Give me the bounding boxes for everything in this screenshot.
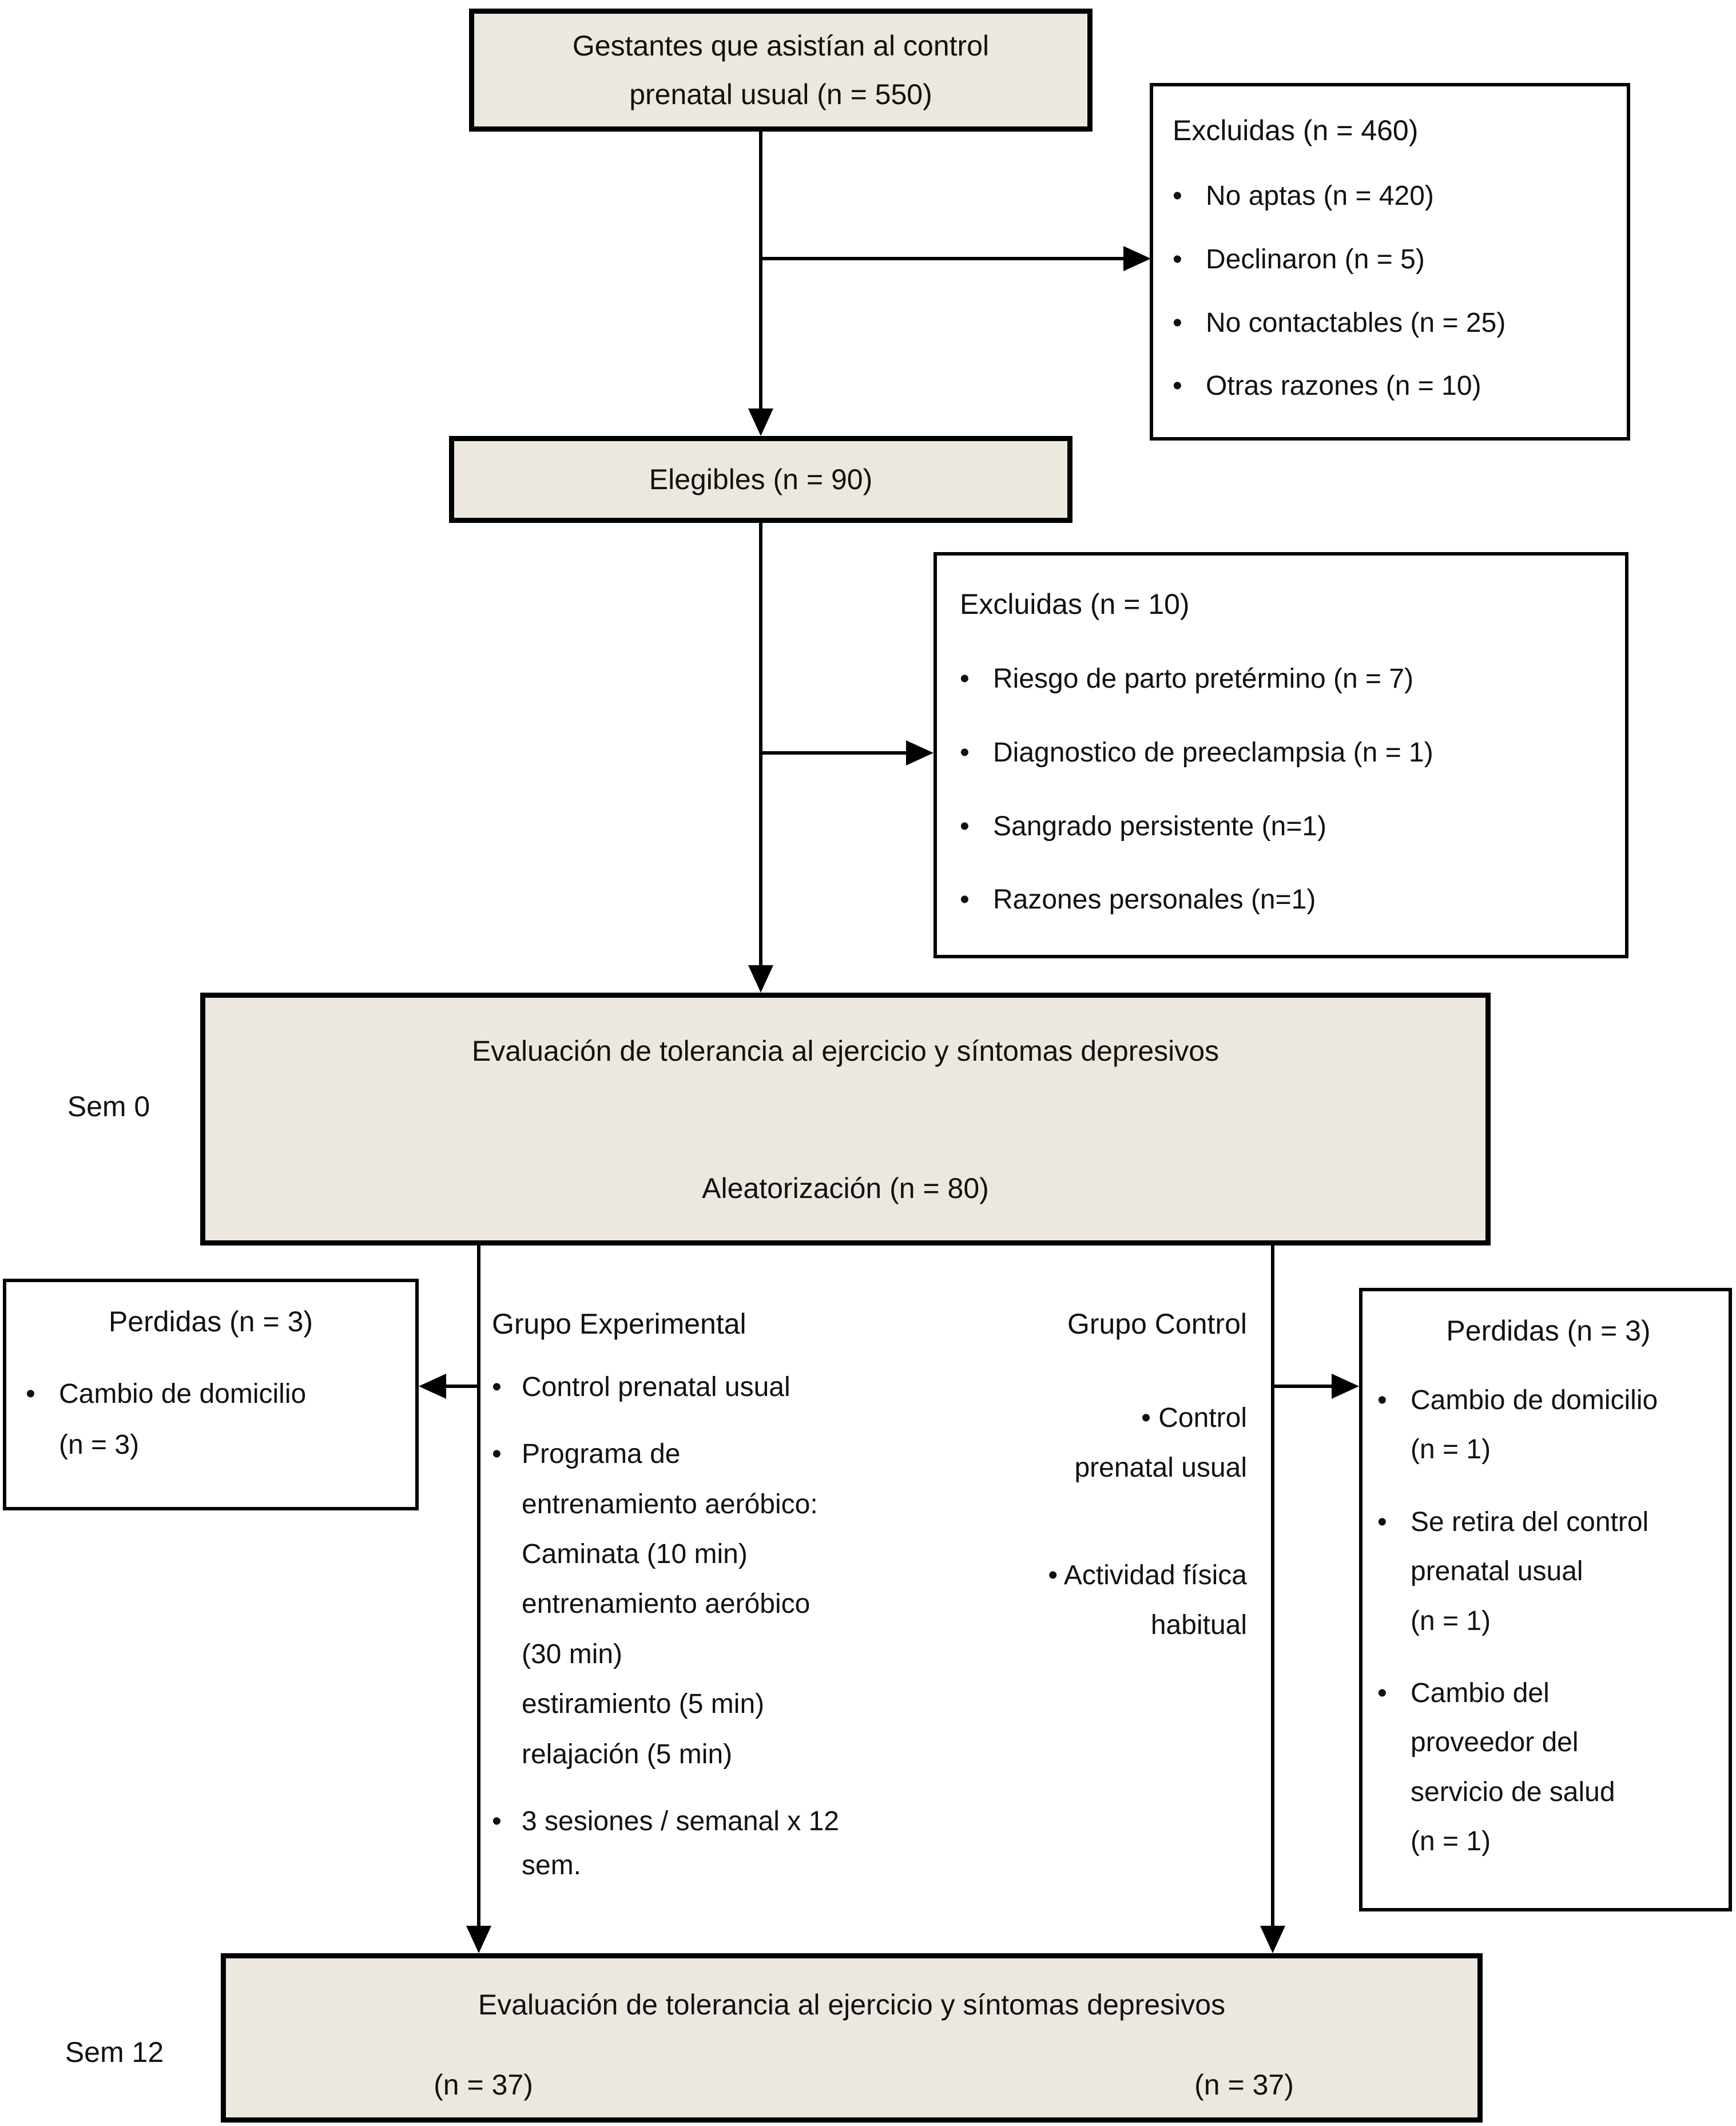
lost-right-item: Cambio del proveedor del servicio de sal… (1411, 1677, 1615, 1857)
excluded-initial-title: Excluidas (n = 460) (1173, 114, 1419, 146)
bullet-icon: • (1173, 244, 1182, 275)
list-item: • Control prenatal usual (492, 1362, 950, 1412)
connector-top-to-eligible (759, 128, 762, 410)
lost-left-box: Perdidas (n = 3) • Cambio de domicilio (… (3, 1279, 419, 1510)
lost-right-item: Se retira del control prenatal usual (n … (1411, 1506, 1649, 1636)
arrowhead-right-icon (1332, 1374, 1359, 1399)
arrowhead-right-icon (906, 740, 933, 765)
list-item: • Se retira del control prenatal usual (… (1377, 1498, 1719, 1646)
list-item: • Declinaron (n = 5) (1173, 235, 1613, 285)
connector-experimental-arm (477, 1244, 480, 1926)
bullet-icon: • (492, 1439, 502, 1470)
list-item: • Diagnostico de preeclampsia (n = 1) (960, 728, 1611, 779)
control-group-column: Grupo Control • Control prenatal usual •… (972, 1307, 1247, 1650)
arrowhead-down-icon (1260, 1926, 1285, 1953)
arrowhead-down-icon (748, 408, 773, 436)
excluded-initial-box: Excluidas (n = 460) • No aptas (n = 420)… (1150, 83, 1630, 441)
bullet-icon: • (492, 1806, 502, 1837)
list-item: • Razones personales (n=1) (960, 875, 1611, 926)
randomization-box: Evaluación de tolerancia al ejercicio y … (200, 993, 1491, 1246)
experimental-group-item: Control prenatal usual (522, 1372, 790, 1402)
excluded-initial-item: No aptas (n = 420) (1206, 181, 1434, 211)
enrollment-box: Gestantes que asistían al control prenat… (469, 9, 1093, 132)
experimental-group-column: Grupo Experimental • Control prenatal us… (492, 1307, 950, 1887)
final-experimental-n: (n = 37) (434, 2069, 533, 2101)
lost-right-item: Cambio de domicilio (n = 1) (1411, 1385, 1658, 1465)
bullet-icon: • (1377, 1506, 1387, 1537)
bullet-icon: • (960, 664, 970, 694)
eligible-text: Elegibles (n = 90) (649, 463, 873, 495)
list-item: • 3 sesiones / semanal x 12 sem. (492, 1800, 950, 1888)
lost-left-title: Perdidas (n = 3) (108, 1306, 313, 1338)
baseline-assessment-text: Evaluación de tolerancia al ejercicio y … (471, 1035, 1219, 1067)
list-item: • No aptas (n = 420) (1173, 171, 1613, 222)
excluded-initial-item: Otras razones (n = 10) (1206, 371, 1481, 402)
final-assessment-text: Evaluación de tolerancia al ejercicio y … (478, 1989, 1226, 2021)
list-item: • Cambio de domicilio (n = 3) (18, 1369, 404, 1471)
connector-to-lost-right (1273, 1385, 1333, 1388)
bullet-icon: • (1173, 371, 1182, 402)
excluded-secondary-title: Excluidas (n = 10) (960, 588, 1190, 620)
bullet-icon: • (960, 884, 970, 915)
list-item: • Programa de entrenamiento aeróbico: Ca… (492, 1429, 950, 1779)
arrowhead-right-icon (1123, 246, 1151, 271)
excluded-secondary-box: Excluidas (n = 10) • Riesgo de parto pre… (933, 552, 1628, 958)
lost-left-item: Cambio de domicilio (n = 3) (59, 1379, 307, 1460)
final-control-n: (n = 37) (1194, 2069, 1294, 2101)
experimental-group-item: Programa de entrenamiento aeróbico: Cami… (522, 1439, 818, 1770)
enrollment-text: Gestantes que asistían al control prenat… (572, 29, 990, 110)
experimental-group-title: Grupo Experimental (492, 1308, 746, 1340)
bullet-icon: • (492, 1372, 502, 1402)
randomization-text: Aleatorización (n = 80) (702, 1172, 989, 1204)
bullet-icon: • (960, 811, 970, 842)
excluded-initial-item: Declinaron (n = 5) (1206, 244, 1425, 275)
lost-right-box: Perdidas (n = 3) • Cambio de domicilio (… (1359, 1288, 1732, 1911)
bullet-icon: • (1173, 307, 1182, 338)
experimental-group-item: 3 sesiones / semanal x 12 sem. (522, 1806, 839, 1881)
connector-to-excluded-initial (761, 257, 1125, 260)
list-item: • Riesgo de parto pretérmino (n = 7) (960, 654, 1611, 705)
list-item: • Cambio del proveedor del servicio de s… (1377, 1669, 1719, 1867)
excluded-secondary-item: Sangrado persistente (n=1) (993, 811, 1327, 842)
lost-right-title: Perdidas (n = 3) (1446, 1315, 1651, 1347)
control-group-title: Grupo Control (1067, 1308, 1247, 1340)
bullet-icon: • (1173, 181, 1182, 211)
list-item: • Sangrado persistente (n=1) (960, 802, 1611, 852)
bullet-icon: • (26, 1379, 35, 1409)
bullet-icon: • (960, 737, 970, 768)
arrowhead-down-icon (748, 965, 773, 993)
excluded-initial-item: No contactables (n = 25) (1206, 307, 1506, 338)
final-assessment-box: Evaluación de tolerancia al ejercicio y … (221, 1953, 1483, 2123)
arrowhead-left-icon (419, 1374, 446, 1399)
list-item: • Otras razones (n = 10) (1173, 361, 1613, 412)
arrowhead-down-icon (466, 1926, 491, 1953)
connector-control-arm (1271, 1244, 1274, 1926)
excluded-secondary-item: Razones personales (n=1) (993, 884, 1316, 915)
bullet-icon: • (1377, 1677, 1387, 1708)
excluded-secondary-item: Riesgo de parto pretérmino (n = 7) (993, 664, 1414, 694)
list-item: • No contactables (n = 25) (1173, 298, 1613, 349)
connector-eligible-to-randomization (759, 523, 762, 966)
connector-to-excluded-secondary (761, 751, 907, 755)
control-group-item: • Control prenatal usual (1074, 1403, 1247, 1484)
bullet-icon: • (1377, 1385, 1387, 1415)
connector-to-lost-left (444, 1385, 479, 1388)
list-item: • Cambio de domicilio (n = 1) (1377, 1376, 1719, 1475)
control-group-item: • Actividad física habitual (1048, 1560, 1247, 1641)
excluded-secondary-item: Diagnostico de preeclampsia (n = 1) (993, 737, 1433, 768)
eligible-box: Elegibles (n = 90) (449, 436, 1072, 523)
week-12-label: Sem 12 (65, 2036, 164, 2068)
week-0-label: Sem 0 (67, 1090, 150, 1123)
